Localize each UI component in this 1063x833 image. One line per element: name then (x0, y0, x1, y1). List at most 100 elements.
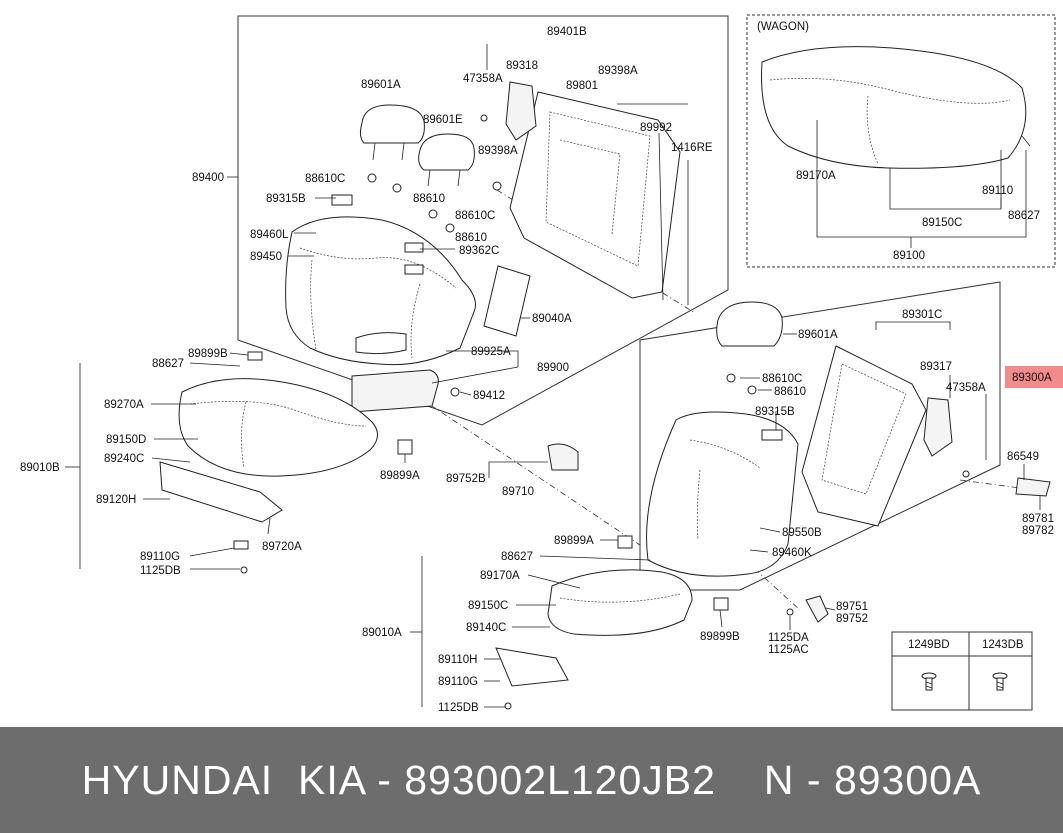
part-label: 1125DA (768, 632, 809, 644)
bolt-1125DB (240, 566, 248, 574)
part-label: 89150C (922, 217, 962, 229)
frames (237, 14, 1056, 711)
part-label: 89170A (480, 570, 520, 582)
cable-86549 (1015, 477, 1051, 497)
assembly-lines (419, 189, 1021, 611)
rear-cushion-89010B (178, 378, 378, 477)
bolt-1243DB-icon (992, 672, 1008, 691)
seatback-frame-89401B (509, 91, 681, 299)
bolt-89412 (450, 387, 460, 397)
part-label: 89412 (473, 390, 505, 402)
rear-cushion-parts (159, 351, 579, 574)
clip-89315B-front (761, 429, 783, 441)
part-label: 47358A (463, 73, 503, 85)
clip-89315B (331, 194, 353, 206)
part-label: 89120H (96, 494, 136, 506)
part-label: 89899B (188, 348, 228, 360)
part-label: 89398A (598, 65, 638, 77)
front-cushion-89010A (547, 569, 693, 636)
wagon-label: (WAGON) (757, 21, 809, 33)
part-label: 89900 (537, 362, 569, 374)
bolt-icons (921, 672, 1008, 691)
pad-89110H (495, 647, 569, 687)
part-label: 89401B (547, 26, 587, 38)
part-label: 88610 (413, 193, 445, 205)
table-col1: 1249BD (908, 639, 950, 651)
rear-seatback-frame (237, 15, 729, 426)
part-label: 1125DB (140, 565, 181, 577)
part-label: 89110G (438, 676, 478, 688)
part-label: 89318 (506, 60, 538, 72)
part-label: 89899A (380, 470, 420, 482)
part-label: 89010A (362, 627, 402, 639)
part-label: 89315B (755, 406, 795, 418)
hinge-89751 (805, 595, 829, 623)
part-label: 89400 (192, 172, 224, 184)
part-label: 89315B (266, 193, 306, 205)
part-label: 89751 (836, 601, 868, 613)
part-label: 89150D (106, 434, 146, 446)
clip-89899B (247, 351, 263, 361)
guide-88610 (392, 183, 402, 193)
part-label: 1125AC (768, 644, 809, 656)
part-label: 88610 (774, 386, 806, 398)
highlight-89300A (1005, 366, 1063, 388)
part-label: 89781 (1022, 513, 1054, 525)
part-label: 89752 (836, 613, 868, 625)
part-label: 89925A (471, 346, 511, 358)
part-label: 89782 (1022, 525, 1054, 537)
headrest-89601A-front (716, 301, 783, 347)
part-label: 89460L (250, 229, 289, 241)
part-label: 1125DB (438, 702, 479, 714)
wagon-parts (761, 46, 1031, 169)
panel-89040A (483, 265, 531, 337)
part-label: 89752B (446, 473, 486, 485)
front-seatback-parts (646, 301, 1051, 577)
part-label: 88610C (762, 373, 802, 385)
bolt-1249BD-icon (921, 672, 937, 691)
rear-seatback-parts (285, 81, 681, 413)
part-label: 89450 (250, 251, 282, 263)
part-label: 89601A (361, 79, 401, 91)
part-label: 88627 (501, 551, 533, 563)
clip-89899A (397, 439, 413, 455)
front-seatback-cushion (646, 411, 799, 577)
part-label: 89710 (502, 486, 534, 498)
clip-89362C (404, 242, 424, 253)
part-label: 89398A (478, 145, 518, 157)
part-label: 89550B (782, 527, 822, 539)
footer-ref: N - 89300A (763, 756, 982, 803)
leader-lines (65, 44, 1041, 708)
guide-88610C (367, 173, 377, 183)
part-label: 89110G (140, 551, 180, 563)
front-cushion-parts (495, 535, 829, 710)
part-label: 89720A (262, 541, 302, 553)
headrest-89601E (418, 133, 475, 171)
part-labels: (WAGON) 1249BD 1243DB 89401B 89318 47358… (20, 21, 1054, 714)
part-label: 88627 (152, 358, 184, 370)
hinge-89318 (505, 81, 537, 141)
part-label: 89899B (700, 631, 740, 643)
part-label: 86549 (1007, 451, 1039, 463)
part-label: 89460K (772, 547, 812, 559)
table-col2: 1243DB (982, 639, 1024, 651)
part-label: 88610C (455, 210, 495, 222)
part-label: 89240C (104, 453, 144, 465)
part-label: 89317 (920, 361, 952, 373)
bolt-table (891, 631, 1033, 711)
part-label: 89362C (459, 245, 499, 257)
part-label: 89110H (438, 654, 477, 666)
part-label: 89040A (532, 313, 572, 325)
part-number-footer: HYUNDAI KIA - 893002L120JB2 N - 89300A (0, 727, 1063, 833)
rear-seatback-cushion (285, 216, 476, 366)
armrest-89900 (351, 369, 439, 413)
part-label: 89140C (466, 622, 506, 634)
clip-89899A-front (617, 535, 633, 549)
part-label: 89899A (554, 535, 594, 547)
part-label: 88610 (455, 232, 487, 244)
part-label: 47358A (946, 382, 986, 394)
part-label: 89601E (423, 114, 463, 126)
exploded-parts-diagram: (WAGON) 1249BD 1243DB 89401B 89318 47358… (20, 14, 1063, 714)
hinge-89317 (923, 397, 953, 457)
pad-89120H (159, 461, 283, 523)
